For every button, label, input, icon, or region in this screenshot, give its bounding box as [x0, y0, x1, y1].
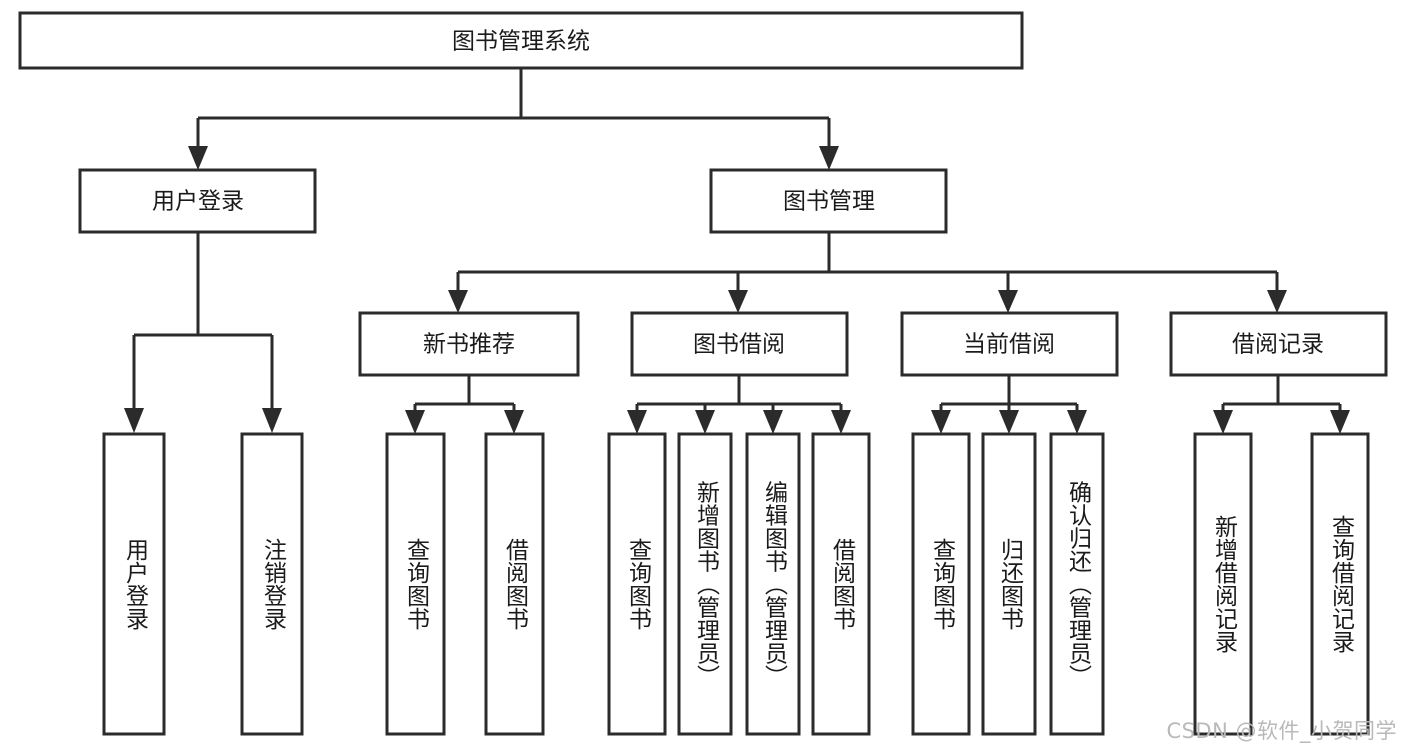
leaf-record-add-box [1193, 432, 1253, 736]
leaf-current-query-book[interactable]: 查询图书 [911, 432, 971, 736]
leaf-recommend-query-book[interactable]: 查询图书 [385, 432, 446, 736]
leaf-user-login-label: 用户登录 [122, 538, 150, 630]
arrow-head-book-mgmt [819, 146, 839, 170]
arrow-head-recommend-query [405, 410, 425, 434]
leaf-borrow-query-book-label: 查询图书 [625, 538, 653, 630]
arrow-head-current-borrow [998, 290, 1018, 313]
leaf-current-confirm-return-box [1049, 432, 1105, 736]
leaf-borrow-lend-book-box [811, 432, 871, 736]
arrow-head-borrow-query [627, 410, 647, 434]
arrow-head-leaf-user-login [124, 408, 144, 433]
arrow-head-leaf-logout [262, 408, 282, 433]
node-borrow-record-box [1169, 311, 1388, 377]
node-book-borrow-label: 图书借阅 [693, 332, 785, 358]
leaf-logout-label: 注销登录 [260, 538, 288, 630]
leaf-borrow-add-book-label: 新增图书（管理员） [693, 481, 721, 688]
leaf-borrow-edit-book-box [745, 432, 801, 736]
leaf-borrow-edit-book-label: 编辑图书（管理员） [761, 481, 789, 688]
leaf-recommend-borrow-book-label: 借阅图书 [502, 538, 530, 630]
node-root-box [18, 11, 1024, 70]
leaf-current-return-book[interactable]: 归还图书 [981, 432, 1037, 736]
node-new-book-recommend[interactable]: 新书推荐 [358, 311, 580, 377]
leaf-current-return-book-label: 归还图书 [997, 538, 1025, 630]
arrow-head-current-query [931, 410, 951, 434]
leaf-logout-box [240, 432, 304, 736]
arrow-head-user-login [188, 146, 208, 170]
leaf-record-add[interactable]: 新增借阅记录 [1193, 432, 1253, 736]
leaf-recommend-borrow-book-box [484, 432, 545, 736]
node-book-borrow[interactable]: 图书借阅 [630, 311, 849, 377]
node-new-book-recommend-label: 新书推荐 [423, 332, 515, 358]
arrow-head-borrow-edit [763, 410, 783, 434]
node-borrow-record[interactable]: 借阅记录 [1169, 311, 1388, 377]
node-book-management[interactable]: 图书管理 [709, 168, 948, 234]
node-new-book-recommend-box [358, 311, 580, 377]
leaf-borrow-query-book[interactable]: 查询图书 [607, 432, 667, 736]
arrow-head-borrow-add [695, 410, 715, 434]
leaf-recommend-query-book-box [385, 432, 446, 736]
leaf-borrow-query-book-box [607, 432, 667, 736]
leaf-user-login-box [102, 432, 166, 736]
connector-layer [124, 68, 1350, 434]
leaf-record-query[interactable]: 查询借阅记录 [1310, 432, 1370, 736]
leaf-record-query-box [1310, 432, 1370, 736]
leaf-record-add-label: 新增借阅记录 [1211, 515, 1239, 653]
leaf-record-query-label: 查询借阅记录 [1328, 515, 1356, 653]
leaf-current-query-book-box [911, 432, 971, 736]
leaf-borrow-add-book-box [677, 432, 733, 736]
node-book-management-label: 图书管理 [783, 189, 875, 215]
leaf-user-login[interactable]: 用户登录 [102, 432, 166, 736]
arrow-head-borrow-record [1267, 290, 1287, 313]
leaf-borrow-add-book[interactable]: 新增图书（管理员） [677, 432, 733, 736]
arrow-head-new-book-recommend [448, 290, 468, 313]
leaf-borrow-lend-book[interactable]: 借阅图书 [811, 432, 871, 736]
leaf-logout[interactable]: 注销登录 [240, 432, 304, 736]
csdn-watermark: CSDN @软件_小贺同学 [1166, 719, 1397, 743]
arrow-head-record-add [1213, 410, 1233, 434]
leaf-borrow-lend-book-label: 借阅图书 [829, 538, 857, 630]
leaf-current-return-book-box [981, 432, 1037, 736]
arrow-head-current-return [999, 410, 1019, 434]
node-borrow-record-label: 借阅记录 [1232, 332, 1324, 358]
arrow-head-record-query [1330, 410, 1350, 434]
arrow-head-borrow-lend [831, 410, 851, 434]
leaf-current-query-book-label: 查询图书 [929, 538, 957, 630]
node-current-borrow-label: 当前借阅 [963, 332, 1055, 358]
leaf-current-confirm-return[interactable]: 确认归还（管理员） [1049, 432, 1105, 736]
arrow-head-recommend-borrow [504, 410, 524, 434]
leaf-current-confirm-return-label: 确认归还（管理员） [1065, 481, 1093, 688]
leaf-recommend-query-book-label: 查询图书 [403, 538, 431, 630]
leaf-borrow-edit-book[interactable]: 编辑图书（管理员） [745, 432, 801, 736]
node-book-borrow-box [630, 311, 849, 377]
node-user-login-box [78, 168, 317, 234]
node-current-borrow-box [900, 311, 1119, 377]
node-root-book-management-system[interactable]: 图书管理系统 [18, 11, 1024, 70]
node-user-login-label: 用户登录 [152, 189, 244, 215]
node-user-login[interactable]: 用户登录 [78, 168, 317, 234]
node-book-management-box [709, 168, 948, 234]
leaf-recommend-borrow-book[interactable]: 借阅图书 [484, 432, 545, 736]
node-current-borrow[interactable]: 当前借阅 [900, 311, 1119, 377]
arrow-head-current-confirm [1067, 410, 1087, 434]
arrow-head-book-borrow [728, 290, 748, 313]
node-root-label: 图书管理系统 [452, 29, 590, 55]
